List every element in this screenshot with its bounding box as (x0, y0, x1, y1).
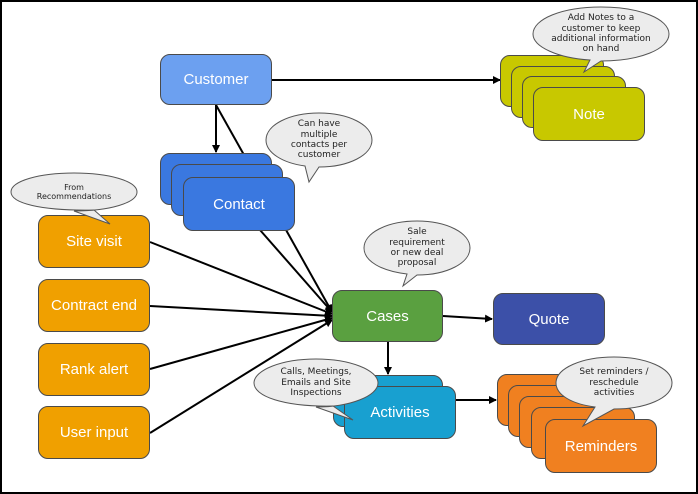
node-note-label: Note (573, 105, 605, 123)
callout-reminders: Set reminders / reschedule activities (555, 356, 673, 428)
node-user-input[interactable]: User input (38, 406, 150, 459)
callout-note: Add Notes to a customer to keep addition… (532, 6, 670, 74)
callout-site-visit: From Recommendations (10, 172, 138, 225)
node-user-input-label: User input (59, 424, 129, 441)
node-quote[interactable]: Quote (493, 293, 605, 345)
node-cases[interactable]: Cases (332, 290, 443, 342)
node-quote-label: Quote (528, 310, 570, 328)
node-contract-end[interactable]: Contract end (38, 279, 150, 332)
node-rank-alert-label: Rank alert (59, 361, 129, 378)
callout-cases: Sale requirement or new deal proposal (363, 220, 471, 288)
node-contract-end-label: Contract end (51, 297, 137, 314)
node-contact-label: Contact (213, 195, 265, 213)
node-customer-label: Customer (183, 71, 249, 88)
node-rank-alert[interactable]: Rank alert (38, 343, 150, 396)
node-site-visit-label: Site visit (66, 233, 122, 250)
node-reminders[interactable]: Reminders (545, 419, 657, 473)
node-contact[interactable]: Contact (183, 177, 295, 231)
node-cases-label: Cases (366, 307, 409, 325)
node-customer[interactable]: Customer (160, 54, 272, 105)
node-site-visit[interactable]: Site visit (38, 215, 150, 268)
node-note[interactable]: Note (533, 87, 645, 141)
callout-activities: Calls, Meetings, Emails and Site Inspect… (253, 358, 379, 421)
node-reminders-label: Reminders (564, 437, 638, 455)
node-activities-label: Activities (370, 404, 430, 421)
callout-contact: Can have multiple contacts per customer (265, 112, 373, 184)
